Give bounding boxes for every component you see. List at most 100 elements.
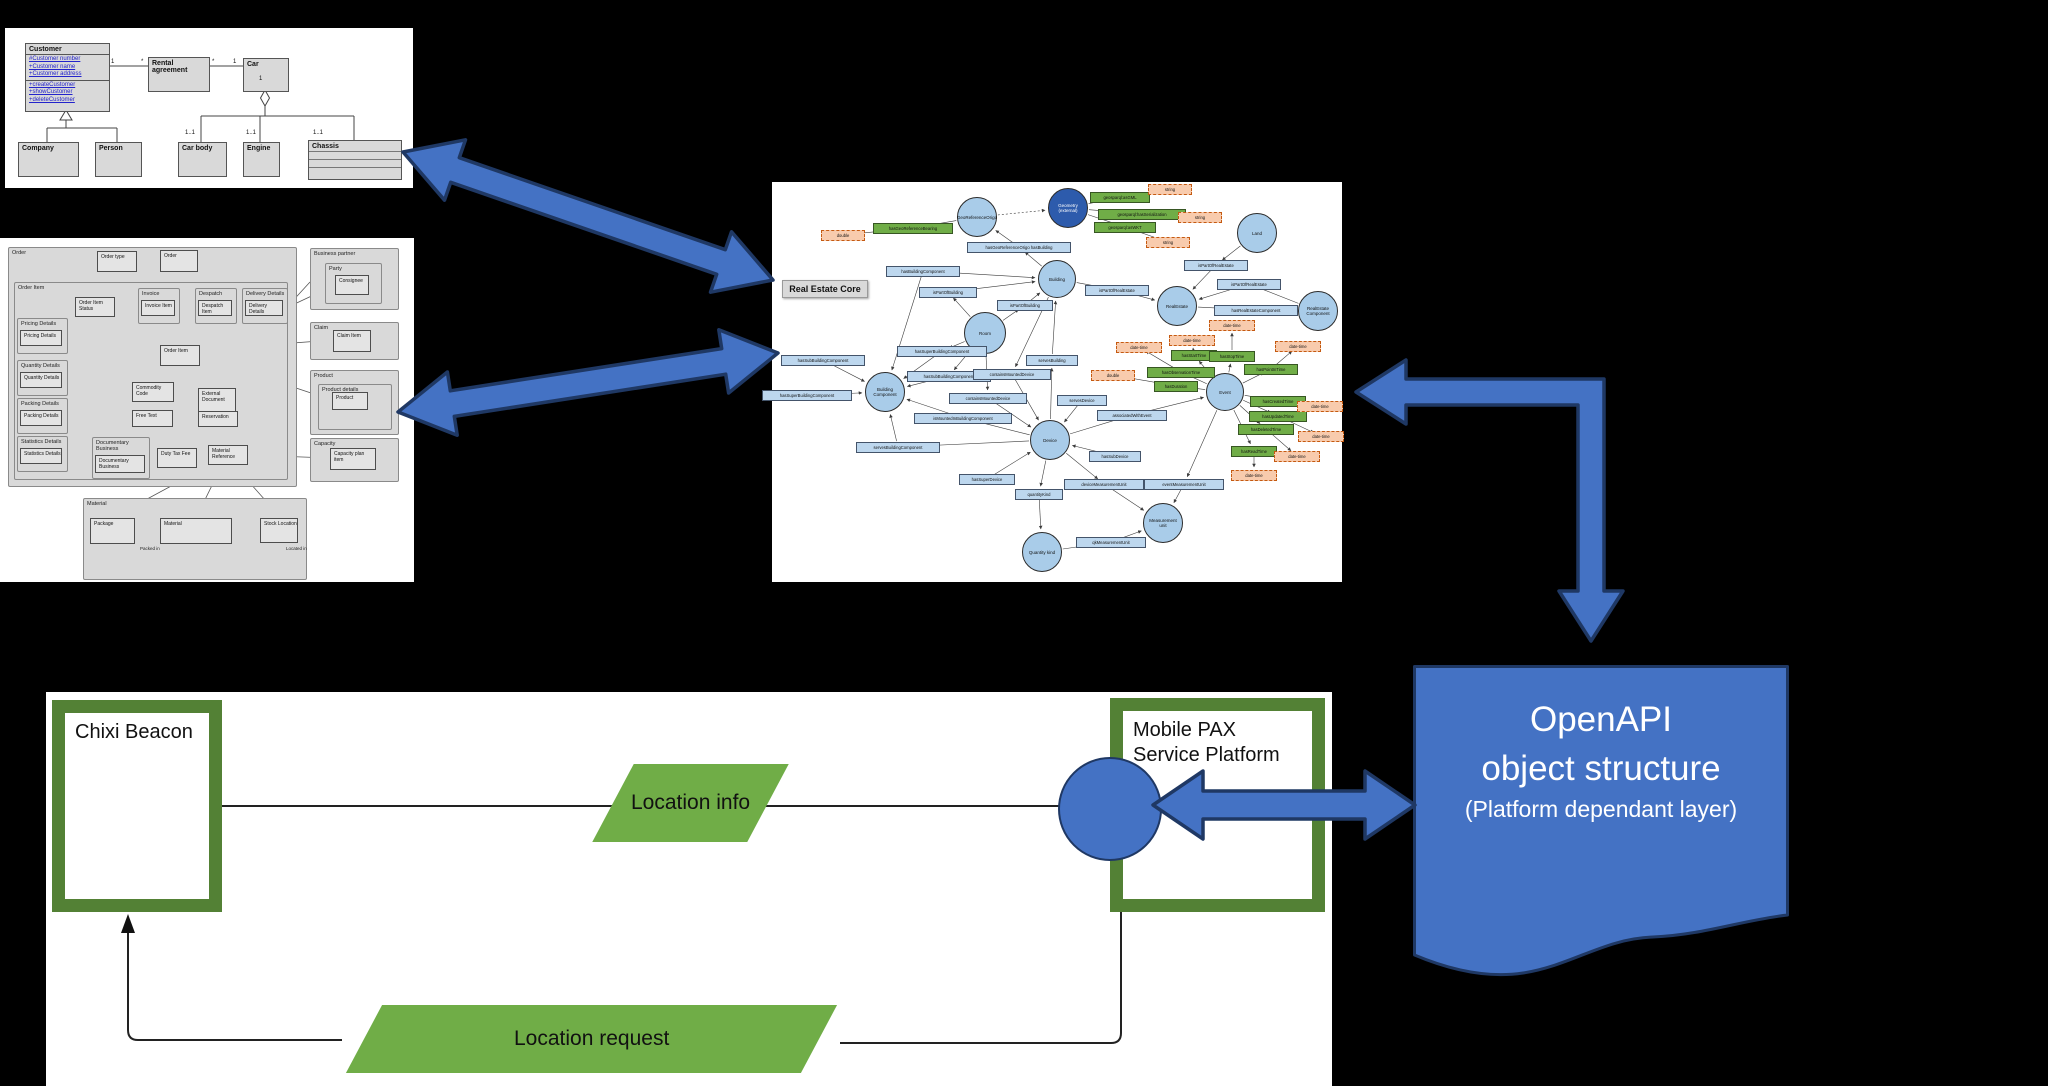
er-group-label: Statistics Details	[21, 439, 62, 445]
er-group-label: Capacity	[314, 441, 336, 447]
ontology-node-o-datetime-3: date-time	[1209, 319, 1255, 331]
er-box-consignee: Consignee	[335, 275, 369, 295]
ontology-edge	[1038, 499, 1043, 530]
uml-multiplicity: 1..1	[246, 130, 257, 136]
ontology-edge	[1256, 286, 1299, 304]
ontology-edge	[1024, 251, 1042, 267]
er-group-label: Product details	[322, 387, 359, 393]
ontology-node-n-geosparql-hasserialization: geosparql:hasSerialization	[1098, 208, 1186, 220]
ontology-node-o-datetime-2: date-time	[1169, 334, 1215, 346]
er-box-order-type: Order type	[97, 251, 137, 272]
uml-multiplicity: 1	[259, 76, 263, 82]
location-request-shape: Location request	[345, 1005, 838, 1073]
er-group-label: Product	[314, 373, 333, 379]
er-group-label: Packing Details	[21, 401, 59, 407]
uml-attribute: #Customer number	[29, 56, 81, 62]
arrow-openapi-ontology	[1354, 358, 1625, 643]
arrow-uml-ontology	[401, 138, 775, 294]
uml-connectors	[46, 65, 355, 142]
uml-method: +showCustomer	[29, 89, 73, 95]
ontology-node-c-building: Building	[1038, 260, 1076, 298]
ontology-node-o-datetime-8: date-time	[1231, 469, 1277, 481]
er-box-quantity-details: Quantity Details	[20, 372, 62, 388]
ontology-edge	[1270, 432, 1292, 451]
uml-methods: +createCustomer+showCustomer+deleteCusto…	[26, 79, 109, 106]
er-box-claim-item: Claim Item	[333, 330, 371, 352]
er-box-despatch-item: Despatch Item	[198, 300, 232, 316]
ontology-node-x-ispartofbuilding-2: isPartOfBuilding	[997, 299, 1053, 311]
uml-multiplicity: 1	[233, 59, 237, 65]
ontology-node-x-quantitykind: quantityKind	[1015, 488, 1063, 500]
ontology-node-n-haspointintime: hasPointInTime	[1244, 363, 1298, 375]
uml-multiplicity: *	[212, 59, 215, 65]
beacon-flow-panel: Chixi Beacon Mobile PAX Service Platform…	[46, 692, 1332, 1086]
ontology-edge	[1052, 300, 1058, 355]
ontology-node-x-servesbuilding: servesBuilding	[1026, 354, 1078, 366]
ontology-edge	[995, 230, 1015, 244]
uml-class-title: Engine	[247, 145, 271, 152]
er-group-label: Despatch	[199, 291, 223, 297]
openapi-line2: object structure	[1481, 748, 1721, 788]
uml-multiplicity: 1	[111, 59, 115, 65]
ontology-node-n-hasobservationtime: hasObservationTime	[1147, 366, 1215, 378]
openapi-text: OpenAPI object structure (Platform depen…	[1413, 695, 1789, 828]
er-group-label: Pricing Details	[21, 321, 57, 327]
platform-connector-node	[1058, 757, 1162, 861]
er-group-label: Party	[329, 266, 342, 272]
uml-class-car-body: Car body	[178, 142, 227, 177]
er-group-label: Invoice	[142, 291, 160, 297]
ontology-node-x-hasbuildingcomponent: hasBuildingComponent	[886, 265, 960, 277]
ontology-edge	[889, 414, 897, 442]
uml-multiplicity: 1..1	[313, 130, 324, 136]
openapi-line1: OpenAPI	[1529, 700, 1673, 739]
ontology-node-o-datetime-6: date-time	[1298, 430, 1344, 442]
ontology-node-n-hasduration: hasDuration	[1154, 380, 1198, 392]
er-box-packing-details: Packing Details	[20, 410, 62, 426]
ontology-edge	[953, 297, 971, 317]
uml-multiplicity: 1..1	[185, 130, 196, 136]
ontology-node-x-hassuperdevice: hasSuperDevice	[959, 473, 1015, 485]
ontology-node-x-hasrealestatecomponent: hasRealEstateComponent	[1214, 304, 1298, 316]
er-box-material: Material	[160, 518, 232, 544]
ontology-edge	[1064, 404, 1079, 423]
er-box-product: Product	[332, 392, 368, 410]
ontology-edge	[1049, 367, 1054, 420]
inheritance-triangle-icon	[59, 109, 73, 121]
ontology-node-x-ismountedinbuildingcomponent: isMountedInBuildingComponent	[914, 412, 1012, 424]
ontology-node-o-string-2: string	[1178, 211, 1222, 223]
uml-class-title: Chassis	[312, 143, 339, 150]
uml-method: +deleteCustomer	[29, 96, 75, 103]
ontology-node-c-realestatecomponent: RealEstate Component	[1298, 291, 1338, 331]
er-box-package: Package	[90, 518, 135, 544]
ontology-edge	[991, 451, 1031, 477]
er-group-label: Quantity Details	[21, 363, 60, 369]
uml-empty-row	[309, 159, 401, 167]
uml-attributes: #Customer number+Customer name+Customer …	[26, 54, 109, 80]
uml-class-rental-agreement: Rental agreement	[148, 57, 210, 92]
ontology-edge	[1173, 489, 1182, 504]
ontology-node-n-hasgeoreferencebearing: hasGeoReferenceBearing	[873, 222, 953, 234]
ontology-node-c-realestate: RealEstate	[1157, 286, 1197, 326]
ontology-node-x-ispartofrealestate-1: isPartOfRealEstate	[1085, 284, 1149, 296]
er-annotation: Packed in	[140, 546, 160, 551]
uml-class-diagram-panel: Customer#Customer number+Customer name+C…	[5, 28, 413, 188]
ontology-node-x-hassubdevice: hasSubDevice	[1089, 450, 1141, 462]
openapi-wave	[1413, 665, 1789, 977]
ontology-edge	[1275, 350, 1293, 366]
openapi-line3: (Platform dependant layer)	[1464, 796, 1738, 823]
ontology-node-n-hasreadtime: hasReadTime	[1231, 445, 1277, 457]
er-box-delivery-details: Delivery Details	[245, 300, 283, 316]
er-box-capacity-plan-item: Capacity plan item	[330, 448, 376, 470]
er-group-label: Claim	[314, 325, 329, 331]
chixi-beacon-label: Chixi Beacon	[75, 721, 193, 743]
ontology-node-x-servesdevice: servesDevice	[1057, 394, 1107, 406]
er-box-free-text: Free Text	[132, 410, 173, 427]
ontology-node-x-hassubbuildingcomponent-2: hasSubBuildingComponent	[781, 354, 865, 366]
ontology-node-c-measurement-unit: Measurement unit	[1143, 503, 1183, 543]
location-info-label: Location info	[630, 791, 751, 814]
uml-class-company: Company	[18, 142, 79, 177]
ontology-node-c-land: Land	[1237, 213, 1277, 253]
er-box-documentary-business: Documentary Business	[95, 455, 145, 473]
